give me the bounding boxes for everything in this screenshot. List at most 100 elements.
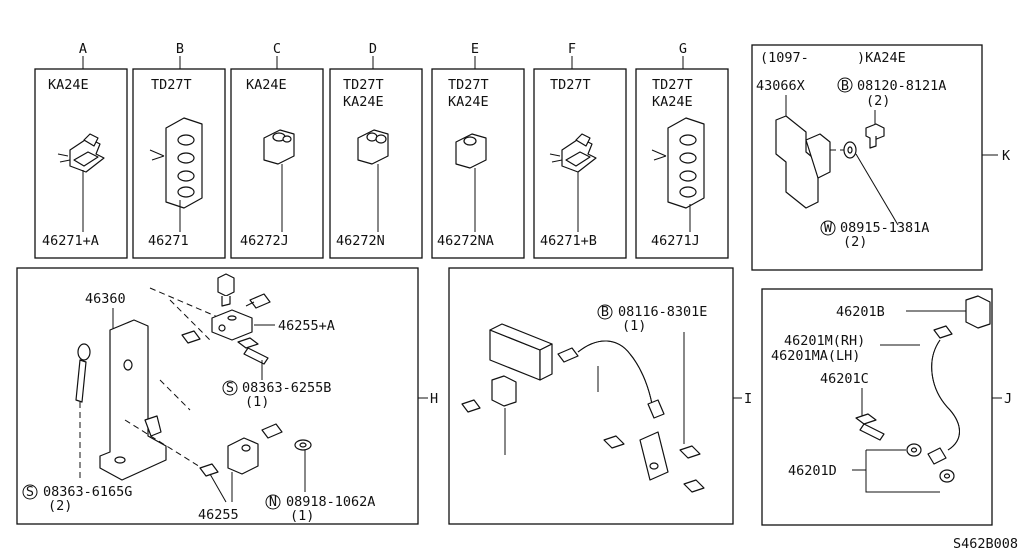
panel-j-bolt-part: 46201C [820, 371, 869, 387]
washer-icon [906, 443, 955, 483]
panel-g-variant-2: KA24E [652, 94, 693, 110]
panel-a-letter: A [79, 41, 87, 57]
panel-k-frame [751, 44, 983, 271]
panel-k-letter: K [1002, 148, 1011, 164]
panel-j-hose-lh: 46201MA(LH) [771, 348, 860, 364]
fitting-icon [217, 273, 235, 307]
frame-rail-icon [489, 323, 553, 381]
clip-icon [965, 295, 991, 329]
fitting-icon [461, 399, 481, 413]
panel-h-block-part: 46255+A [278, 318, 335, 334]
panel-h-screw-prefix: S [26, 484, 34, 500]
small-clip-icon [455, 133, 487, 169]
panel-h-bracket-part: 46360 [85, 291, 126, 307]
panel-i-letter: I [744, 391, 752, 407]
brake-hose-icon [927, 325, 960, 465]
figure-code: S462B008 [953, 536, 1018, 552]
panel-k-washer-qty: (2) [843, 234, 867, 250]
panel-k-washer-part: 08915-1381A [840, 220, 929, 236]
bolt-icon [237, 337, 269, 365]
panel-h-bolt-a-qty: (1) [245, 394, 269, 410]
panel-e-frame [431, 68, 525, 259]
panel-k-bolt-part: 08120-8121A [857, 78, 946, 94]
panel-k-header-variant: )KA24E [857, 50, 906, 66]
panel-h-washer-prefix: N [269, 494, 277, 510]
panel-e-part: 46272NA [437, 233, 494, 249]
panel-c: C KA24E 46272J [230, 41, 324, 259]
bolt-icon [865, 123, 885, 149]
bolt-icon [603, 435, 705, 493]
fitting-icon [199, 463, 219, 477]
panel-b-part: 46271 [148, 233, 189, 249]
fitting-icon [261, 423, 283, 439]
panel-h-bolt-a-part: 08363-6255B [242, 380, 331, 396]
multi-clip-icon [149, 117, 203, 209]
small-clip-icon [263, 129, 295, 165]
panel-e-variant-2: KA24E [448, 94, 489, 110]
panel-h-screw-qty: (2) [48, 498, 72, 514]
panel-a-variant: KA24E [48, 77, 89, 93]
panel-a-frame [34, 68, 128, 259]
panel-a: A KA24E 46271+A [34, 41, 128, 259]
washer-icon [294, 439, 312, 451]
panel-d-variant-1: TD27T [343, 77, 384, 93]
panel-h: H 46360 46255+A [16, 267, 438, 525]
bracket-icon [775, 115, 860, 209]
panel-j-washers-part: 46201D [788, 463, 837, 479]
panel-d: D TD27T KA24E 46272N [329, 41, 423, 259]
panel-k-bolt-qty: (2) [866, 93, 890, 109]
panel-b: B TD27T 46271 [132, 41, 226, 259]
panel-g: G TD27T KA24E 46271J [635, 41, 729, 259]
small-clip-icon [357, 129, 389, 165]
panel-h-frame [16, 267, 419, 525]
panel-d-letter: D [369, 41, 377, 57]
panel-f-frame [533, 68, 627, 259]
clip-icon [491, 375, 517, 407]
panel-c-part: 46272J [240, 233, 289, 249]
panel-c-frame [230, 68, 324, 259]
panel-j-hose-rh: 46201M(RH) [784, 333, 865, 349]
panel-k-bolt-prefix: B [841, 78, 849, 94]
panel-h-letter: H [430, 391, 438, 407]
junction-block-icon [211, 309, 253, 341]
panel-k-washer-prefix: W [824, 220, 833, 236]
panel-h-washer-part: 08918-1062A [286, 494, 375, 510]
panel-h-clamp-part: 46255 [198, 507, 239, 523]
panel-h-screw-part: 08363-6165G [43, 484, 132, 500]
fitting-icon [181, 330, 201, 344]
bolt-icon [855, 413, 885, 441]
panel-j: J 46201B 46201M(RH) 46201MA(LH) 46201C 4… [761, 288, 1012, 526]
panel-g-frame [635, 68, 729, 259]
clip-icon [57, 133, 105, 173]
panel-i-bolt-part: 08116-8301E [618, 304, 707, 320]
panel-f: F TD27T 46271+B [533, 41, 627, 259]
panel-e-variant-1: TD27T [448, 77, 489, 93]
washer-icon [843, 141, 857, 159]
panel-k-header-date: (1097- [760, 50, 809, 66]
panel-f-letter: F [568, 41, 576, 57]
fitting-icon [245, 293, 271, 309]
panel-f-variant: TD27T [550, 77, 591, 93]
panel-d-variant-2: KA24E [343, 94, 384, 110]
panel-j-frame [761, 288, 993, 526]
panel-g-part: 46271J [651, 233, 700, 249]
panel-g-letter: G [679, 41, 687, 57]
screw-icon [75, 343, 91, 482]
panel-i-bolt-qty: (1) [622, 318, 646, 334]
panel-h-washer-qty: (1) [290, 508, 314, 524]
panel-i: I B 08116-8 [448, 267, 752, 525]
panel-b-letter: B [176, 41, 184, 57]
panel-e: E TD27T KA24E 46272NA [431, 41, 525, 259]
bracket-icon [99, 319, 167, 481]
panel-g-variant-1: TD27T [652, 77, 693, 93]
panel-b-variant: TD27T [151, 77, 192, 93]
panel-k-bracket-part: 43066X [756, 78, 805, 94]
panel-d-frame [329, 68, 423, 259]
panel-a-part: 46271+A [42, 233, 99, 249]
panel-c-letter: C [273, 41, 281, 57]
brake-hose-icon [557, 340, 669, 481]
panel-d-part: 46272N [336, 233, 385, 249]
panel-f-part: 46271+B [540, 233, 597, 249]
panel-e-letter: E [471, 41, 479, 57]
